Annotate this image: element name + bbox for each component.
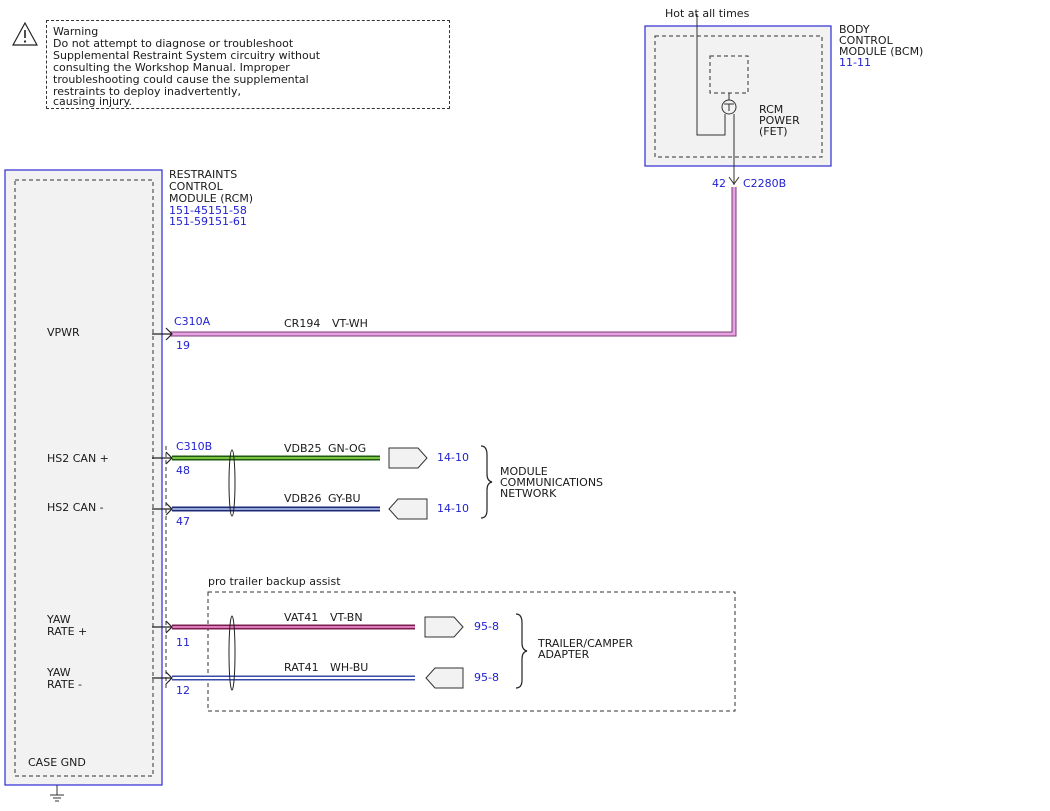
network-label-line: MODULE (500, 465, 548, 478)
ref-link[interactable]: 14-10 (437, 451, 469, 464)
pin-number: 48 (176, 464, 190, 477)
warning-line: troubleshooting could cause the suppleme… (53, 73, 309, 86)
wire-color-code: VT-WH (332, 317, 368, 330)
trailer-brace (515, 613, 528, 689)
rcm-inner-dashed (14, 179, 154, 777)
trailer-option-label: pro trailer backup assist (208, 575, 341, 588)
pin-label-yaw-rate-plus: RATE + (47, 625, 88, 638)
circuit-id: VAT41 (284, 611, 319, 624)
pin-label-vpwr: VPWR (47, 326, 80, 339)
fet-label-line: POWER (759, 114, 800, 127)
pin-label-hs2-can-plus: HS2 CAN + (47, 452, 109, 465)
pin-number: 19 (176, 339, 190, 352)
ref-link[interactable]: 95-8 (474, 620, 499, 633)
network-label-line: COMMUNICATIONS (500, 476, 604, 489)
wire-color-code: GY-BU (328, 492, 361, 505)
circuit-id: CR194 (284, 317, 321, 330)
trailer-option-box (207, 591, 736, 712)
rcm-module-box (4, 169, 163, 786)
bcm-hot-note: Hot at all times (665, 7, 750, 20)
rcm-name-line: RESTRAINTS (169, 168, 238, 181)
circuit-id: VDB26 (284, 492, 322, 505)
trailer-label-line: ADAPTER (538, 648, 590, 661)
twisted-pair-can (228, 449, 236, 517)
trailer-label-line: TRAILER/CAMPER (538, 637, 634, 650)
twisted-pair-yaw (228, 615, 236, 691)
case-gnd-label: CASE GND (28, 756, 86, 769)
pin-label-hs2-can-minus: HS2 CAN - (47, 501, 104, 514)
warning-line: Supplemental Restraint System circuitry … (53, 49, 321, 62)
ref-link[interactable]: 95-8 (474, 671, 499, 684)
connector-c310a[interactable]: C310A (174, 315, 211, 328)
connector-c310b[interactable]: C310B (176, 440, 213, 453)
bcm-name-line: BODY (839, 23, 870, 36)
bcm-pin: 42 (712, 177, 726, 190)
connector-out-hs2-plus (388, 447, 428, 469)
wire-color-code: GN-OG (328, 442, 367, 455)
wire-color-code: WH-BU (330, 661, 369, 674)
circuit-id: RAT41 (284, 661, 319, 674)
rcm-ref-link[interactable]: 151-59151-61 (169, 215, 247, 228)
warning-box (46, 20, 450, 109)
ref-link[interactable]: 14-10 (437, 502, 469, 515)
hot-at-all-times-feed (696, 14, 726, 136)
bcm-connector[interactable]: C2280B (743, 177, 787, 190)
bcm-module-box (644, 25, 832, 167)
circuit-id: VDB25 (284, 442, 322, 455)
wire-color-code: VT-BN (330, 611, 363, 624)
warning-line: causing injury. (53, 95, 133, 108)
fet-symbol (721, 99, 737, 115)
warning-line: restraints to deploy inadvertently, (53, 85, 241, 98)
pin-number: 47 (176, 515, 190, 528)
ground-symbol (50, 785, 64, 802)
pin-label-yaw-rate-minus: YAW (47, 666, 71, 679)
connector-in-yaw-minus (425, 667, 464, 689)
warning-line: Do not attempt to diagnose or troublesho… (53, 37, 294, 50)
bcm-inner-dashed (654, 35, 823, 158)
pin-number: 11 (176, 636, 190, 649)
wire-vpwr (170, 187, 737, 337)
rcm-name-line: MODULE (RCM) (169, 192, 254, 205)
connector-out-yaw-plus (424, 616, 464, 638)
pin-label-yaw-rate-minus: RATE - (47, 678, 83, 691)
connector-in-hs2-minus (388, 498, 428, 520)
warning-line: consulting the Workshop Manual. Improper (53, 61, 290, 74)
network-brace (480, 445, 493, 519)
fet-label-line: RCM (759, 103, 784, 116)
bcm-name-line: CONTROL (839, 34, 893, 47)
warning-icon (12, 22, 38, 46)
fet-label-line: (FET) (759, 125, 788, 138)
bcm-ref-link[interactable]: 11-11 (839, 56, 871, 69)
rcm-ref-link[interactable]: 151-45151-58 (169, 204, 247, 217)
rcm-name-line: CONTROL (169, 180, 223, 193)
bcm-name-line: MODULE (BCM) (839, 45, 924, 58)
network-label-line: NETWORK (500, 487, 557, 500)
pin-number: 12 (176, 684, 190, 697)
pin-label-yaw-rate-plus: YAW (47, 613, 71, 626)
warning-title: Warning (53, 25, 99, 38)
